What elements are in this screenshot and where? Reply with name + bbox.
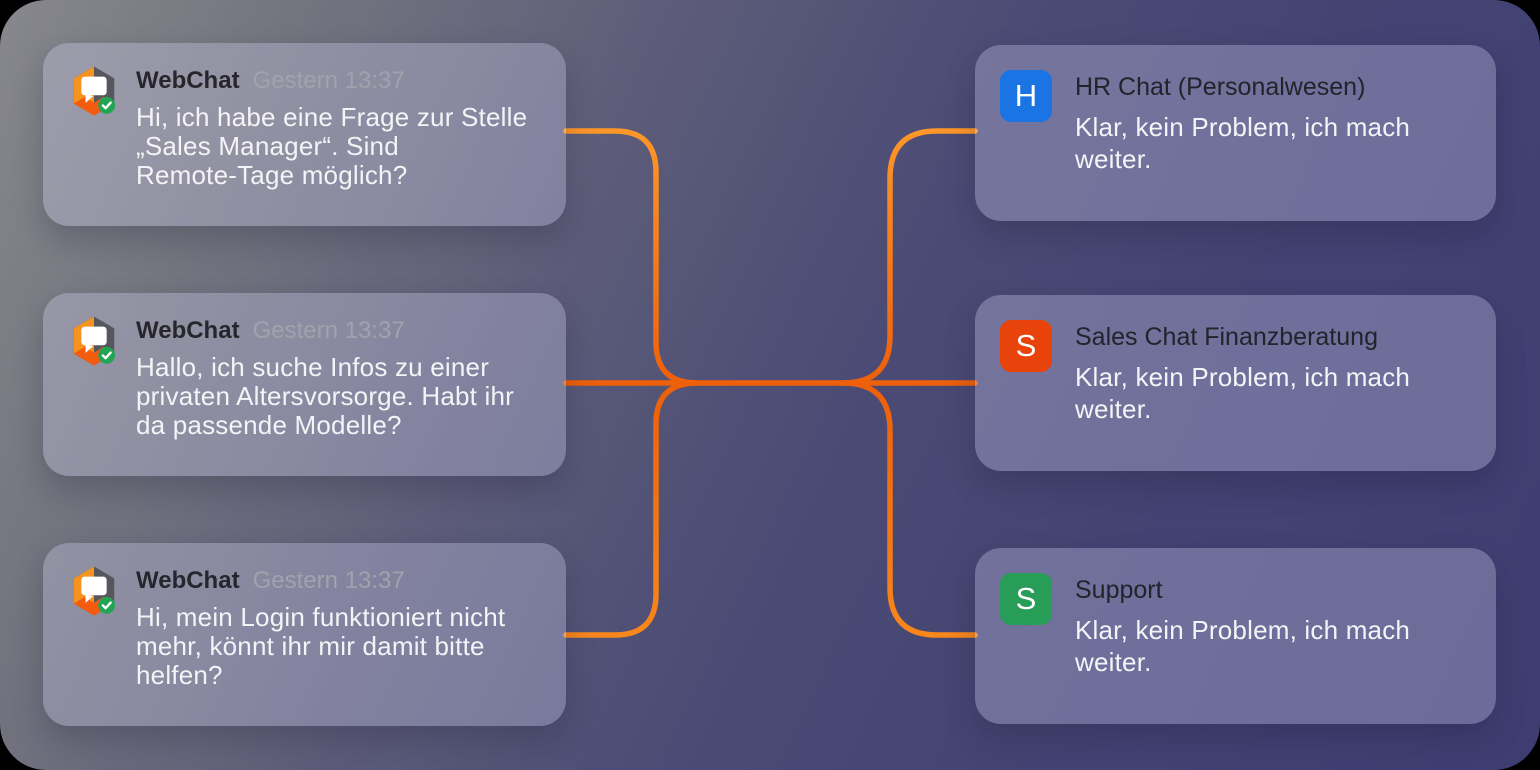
timestamp: Gestern 13:37 [252, 317, 405, 344]
connector-inbound-top [563, 128, 700, 386]
message-body: WebChat Gestern 13:37 Hi, mein Login fun… [136, 563, 542, 706]
webchat-icon [67, 314, 121, 368]
connector-outbound-top [840, 128, 978, 386]
app-name: WebChat [136, 567, 240, 594]
webchat-message-card: WebChat Gestern 13:37 Hi, ich habe eine … [43, 43, 566, 226]
message-text: Hi, mein Login funktioniert nicht mehr, … [136, 602, 506, 690]
hr-chat-icon: H [1000, 70, 1052, 122]
destination-body: Sales Chat Finanzberatung Klar, kein Pro… [1075, 315, 1471, 451]
message-header: WebChat Gestern 13:37 [136, 66, 542, 96]
destination-title: Sales Chat Finanzberatung [1075, 323, 1378, 351]
destination-body: HR Chat (Personalwesen) Klar, kein Probl… [1075, 65, 1471, 201]
destination-body: Support Klar, kein Problem, ich mach wei… [1075, 568, 1471, 704]
message-body: WebChat Gestern 13:37 Hallo, ich suche I… [136, 313, 542, 456]
app-name: WebChat [136, 317, 240, 344]
connector-outbound-bottom [840, 380, 978, 638]
webchat-icon [67, 64, 121, 118]
message-text: Hallo, ich suche Infos zu einer privaten… [136, 352, 514, 440]
destination-card-sales: S Sales Chat Finanzberatung Klar, kein P… [975, 295, 1496, 471]
timestamp: Gestern 13:37 [252, 567, 405, 594]
webchat-message-card: WebChat Gestern 13:37 Hallo, ich suche I… [43, 293, 566, 476]
app-name: WebChat [136, 67, 240, 94]
destination-reply: Klar, kein Problem, ich mach weiter. [1075, 112, 1411, 174]
message-body: WebChat Gestern 13:37 Hi, ich habe eine … [136, 63, 542, 206]
timestamp: Gestern 13:37 [252, 67, 405, 94]
sales-chat-icon: S [1000, 320, 1052, 372]
destination-title: HR Chat (Personalwesen) [1075, 73, 1366, 101]
connector-inbound-bottom [563, 380, 700, 638]
message-header: WebChat Gestern 13:37 [136, 566, 542, 596]
message-header: WebChat Gestern 13:37 [136, 316, 542, 346]
destination-title: Support [1075, 576, 1163, 604]
destination-card-hr: H HR Chat (Personalwesen) Klar, kein Pro… [975, 45, 1496, 221]
webchat-message-card: WebChat Gestern 13:37 Hi, mein Login fun… [43, 543, 566, 726]
message-text: Hi, ich habe eine Frage zur Stelle „Sale… [136, 102, 528, 190]
webchat-icon [67, 564, 121, 618]
support-icon: S [1000, 573, 1052, 625]
destination-reply: Klar, kein Problem, ich mach weiter. [1075, 362, 1411, 424]
destination-reply: Klar, kein Problem, ich mach weiter. [1075, 615, 1411, 677]
destination-card-support: S Support Klar, kein Problem, ich mach w… [975, 548, 1496, 724]
